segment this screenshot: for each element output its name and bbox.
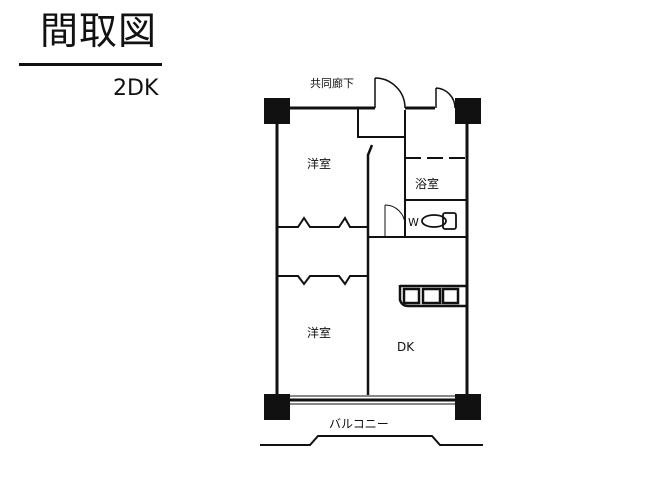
balcony-windows <box>290 395 455 405</box>
title-underline <box>19 63 162 66</box>
bedroom-divider <box>277 216 368 286</box>
central-partition <box>366 144 374 395</box>
room-label-toilet: W <box>408 216 419 229</box>
toilet-walls <box>368 200 467 238</box>
page-title: 間取図 <box>40 9 158 53</box>
bathroom-walls <box>404 137 467 201</box>
structural-columns <box>264 98 481 420</box>
corridor-label: 共同廊下 <box>310 76 354 90</box>
balcony-railing <box>260 435 483 446</box>
room-label-dk: DK <box>397 340 415 354</box>
entrance-door <box>374 77 406 109</box>
kitchen-counter-icon <box>398 284 466 308</box>
outer-walls <box>275 106 469 402</box>
meter-box-door <box>435 87 456 109</box>
toilet-fixture-icon <box>421 212 457 230</box>
room-label-bathroom: 浴室 <box>415 176 439 191</box>
entry-partitions <box>357 108 406 138</box>
room-label-western-south: 洋室 <box>307 325 331 340</box>
room-label-western-north: 洋室 <box>307 156 331 171</box>
layout-type-label: 2DK <box>113 76 159 101</box>
balcony-label: バルコニー <box>329 417 389 431</box>
